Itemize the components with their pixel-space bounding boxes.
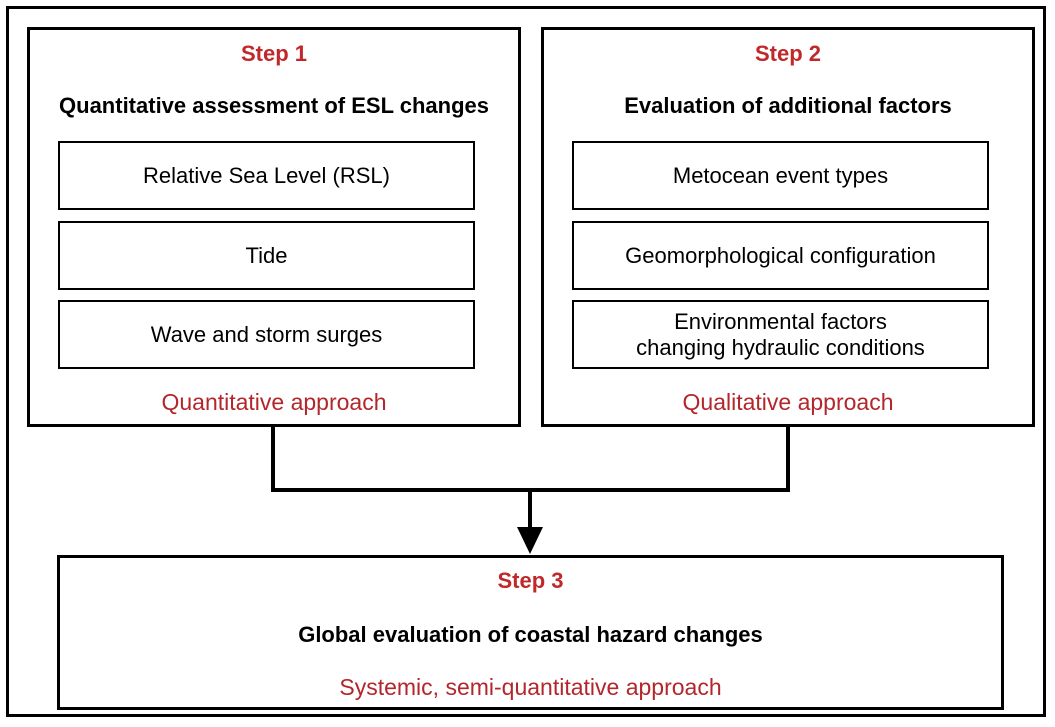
outer-frame bbox=[6, 6, 1046, 717]
step2-label: Step 2 bbox=[754, 41, 822, 66]
step1-label: Step 1 bbox=[240, 41, 308, 66]
step3-heading: Global evaluation of coastal hazard chan… bbox=[298, 622, 763, 647]
step2-approach: Qualitative approach bbox=[682, 389, 894, 415]
step2-item-metocean: Metocean event types bbox=[572, 141, 989, 210]
step3-approach: Systemic, semi-quantitative approach bbox=[339, 674, 722, 700]
step1-item-wave: Wave and storm surges bbox=[58, 300, 475, 369]
step1-item-rsl: Relative Sea Level (RSL) bbox=[58, 141, 475, 210]
step3-panel: Step 3 Global evaluation of coastal haza… bbox=[57, 555, 1004, 710]
step2-panel: Step 2 Evaluation of additional factors … bbox=[541, 27, 1035, 427]
step1-item-tide: Tide bbox=[58, 221, 475, 290]
step2-item-environmental: Environmental factors changing hydraulic… bbox=[572, 300, 989, 369]
step2-heading: Evaluation of additional factors bbox=[624, 93, 952, 118]
step1-approach: Quantitative approach bbox=[161, 389, 387, 415]
step2-item-geomorph: Geomorphological configuration bbox=[572, 221, 989, 290]
step1-heading: Quantitative assessment of ESL changes bbox=[59, 93, 489, 118]
step3-label: Step 3 bbox=[497, 568, 564, 593]
step1-panel: Step 1 Quantitative assessment of ESL ch… bbox=[27, 27, 521, 427]
merge-connector bbox=[271, 427, 790, 492]
arrow-head bbox=[517, 527, 543, 554]
